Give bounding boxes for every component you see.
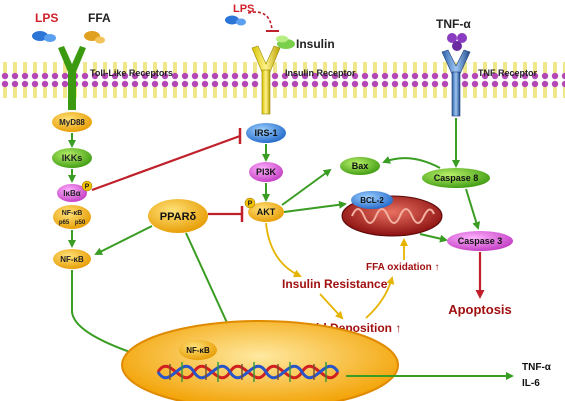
ikks-label: IKKs — [62, 153, 83, 163]
phospho-label-akt: P — [248, 201, 253, 208]
ppard-node — [148, 199, 208, 233]
akt-label: AKT — [257, 207, 276, 217]
caspase8-label: Caspase 8 — [434, 173, 479, 183]
tlr-label: Toll-Like Receptors — [90, 68, 173, 78]
toll-like-receptor — [58, 46, 86, 110]
bax-node — [340, 157, 380, 175]
apoptosis-label: Apoptosis — [448, 302, 512, 317]
phospho-label-ikba: P — [85, 184, 90, 191]
arrow-ppard-nfkb — [94, 225, 153, 255]
bax-label: Bax — [352, 161, 369, 171]
pi3k-label: PI3K — [256, 167, 277, 177]
arrow-mito-caspase3 — [419, 233, 448, 243]
arrow-caspase8-caspase3 — [465, 188, 481, 230]
p65-label: p65 — [59, 220, 70, 226]
p50-label: p50 — [75, 220, 86, 226]
tnf-output-label: TNF-α — [522, 362, 552, 373]
tnf-receptor — [441, 49, 471, 117]
tnf-molecule — [447, 33, 467, 51]
lps-molecule-left — [32, 31, 56, 42]
ikba-label: IκBα — [63, 189, 80, 198]
caspase8-node — [422, 168, 490, 188]
caspase3-label: Caspase 3 — [458, 236, 503, 246]
nfkb-complex-label: NF-κB — [62, 210, 83, 217]
akt-node — [248, 202, 284, 222]
bcl2-label: BCL-2 — [360, 196, 384, 205]
pi3k-node — [249, 162, 283, 182]
arrow-akt-insulin-resistance — [265, 222, 302, 278]
ppard-label: PPARδ — [160, 211, 197, 223]
irs1-label: IRS-1 — [254, 128, 277, 138]
bcl2-node — [351, 191, 393, 209]
il6-output-label: IL-6 — [522, 378, 540, 389]
nfkb-complex-node — [53, 205, 91, 229]
insulin-receptor-label: Insulin Receptor — [285, 68, 356, 78]
arrow-lipid-ffa-oxidation — [365, 276, 395, 319]
arrow-akt-bax — [281, 168, 332, 206]
arrow-caspase8-bax — [382, 156, 441, 169]
arrow-insulin-resistance-lipid — [319, 293, 344, 320]
lps-molecule-top — [225, 15, 246, 26]
ffa-molecule — [84, 31, 105, 44]
ikba-node — [57, 184, 87, 202]
insulin-receptor — [251, 45, 281, 115]
insulin-label: Insulin — [296, 37, 335, 51]
insulin-resistance-label: Insulin Resistance — [282, 277, 388, 291]
myd88-label: MyD88 — [59, 118, 85, 127]
caspase3-node — [447, 231, 513, 251]
dna-helix — [156, 362, 340, 382]
nfkb-node — [53, 249, 91, 269]
ffa-label: FFA — [88, 11, 111, 25]
arrow-ppard-nucleus — [185, 232, 236, 340]
inhibit-lps-insulin — [247, 11, 273, 31]
ffa-oxidation-label: FFA oxidation ↑ — [366, 262, 440, 273]
irs1-node — [246, 123, 286, 143]
nfkb-label: NF-κB — [60, 255, 84, 264]
ikks-node — [52, 148, 92, 168]
nucleus — [121, 320, 399, 401]
phospho-badge-akt — [244, 197, 256, 209]
nucleus-nfkb-node — [179, 340, 217, 360]
tnf-label: TNF-α — [436, 17, 471, 31]
cell-membrane — [0, 62, 565, 102]
insulin-molecule — [276, 35, 295, 49]
tnf-receptor-label: TNF Receptor — [478, 68, 538, 78]
phospho-badge-ikba — [81, 180, 93, 192]
nucleus-nfkb-label: NF-κB — [186, 346, 210, 355]
inhibit-ikba-irs1 — [91, 134, 241, 192]
lps-label-left: LPS — [35, 11, 58, 25]
myd88-node — [52, 112, 92, 132]
arrow-akt-bcl2 — [283, 200, 347, 213]
